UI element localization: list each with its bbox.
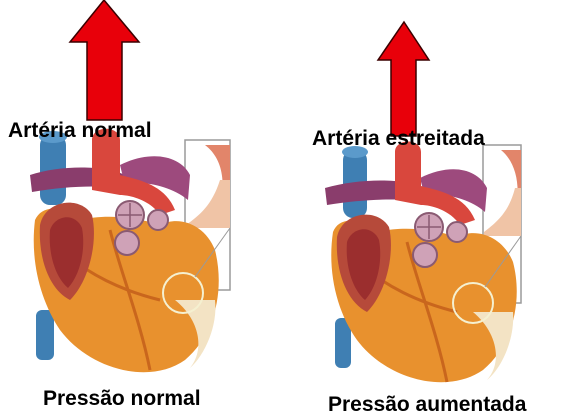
pressure-label: Pressão aumentada	[328, 394, 526, 415]
heart-illustration-narrowed	[305, 0, 565, 417]
pressure-arrow	[378, 22, 429, 136]
artery-label: Artéria estreitada	[312, 128, 485, 149]
heart-illustration-normal	[0, 0, 260, 417]
pressure-label: Pressão normal	[43, 388, 201, 409]
artery-label: Artéria normal	[8, 120, 152, 141]
panel-narrowed: Artéria estreitada Pressão aumentada	[305, 0, 565, 417]
pressure-arrow	[70, 0, 139, 120]
panel-normal: Artéria normal Pressão normal	[0, 0, 260, 417]
